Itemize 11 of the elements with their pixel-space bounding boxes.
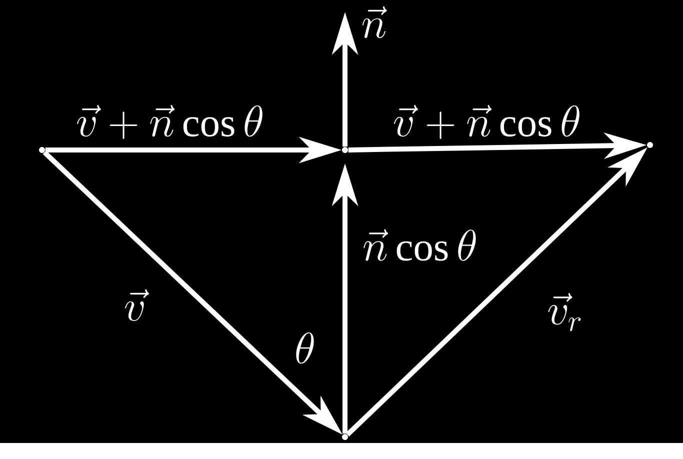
edge-label: $\vec{v}$ — [122, 288, 150, 322]
edge-label: $\vec{v}+\vec{n}\cos\theta$ — [74, 103, 266, 141]
vertex-point — [647, 142, 654, 148]
edge-label: $\vec{n}\cos\theta$ — [360, 227, 480, 263]
angle-label: $\theta$ — [296, 332, 314, 364]
edge-label: $\vec{n}$ — [359, 4, 389, 40]
vertex-point — [342, 434, 348, 440]
vertex-point — [39, 147, 45, 153]
edge-label: $\vec{v}_r$ — [545, 291, 585, 333]
vertex-point — [342, 147, 348, 153]
edge-label: $\vec{v}+\vec{n}\cos\theta$ — [391, 103, 583, 141]
